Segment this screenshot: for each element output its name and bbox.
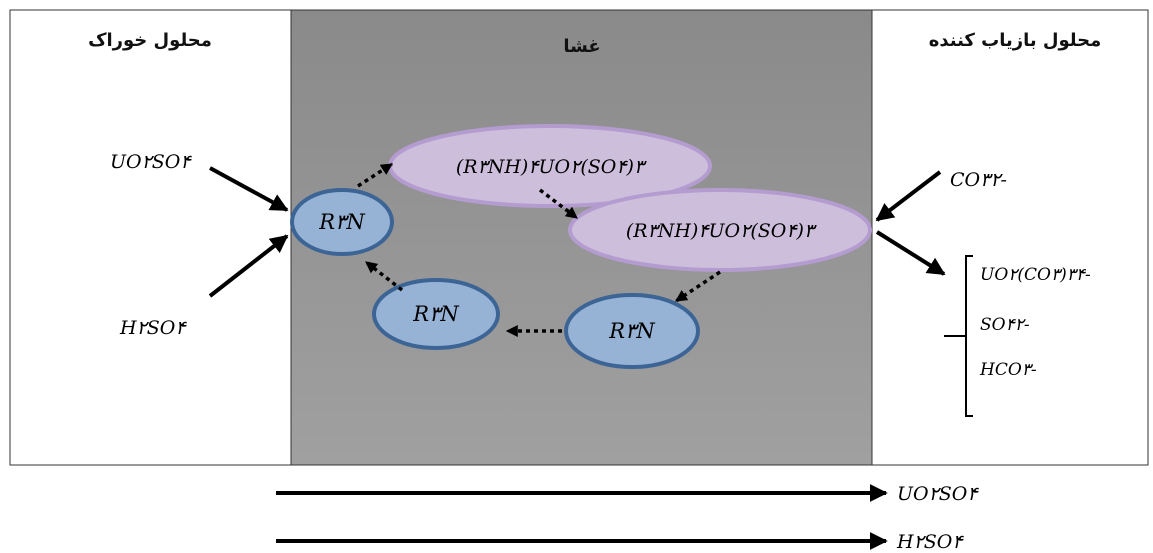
complex-node-right-label: (R۳NH)۴UO۲(SO۴)۳ [626,220,817,242]
cycle-arrow-to-bottom-right-carrier [674,270,721,303]
net-transport-uranyl-label: UO۲SO۴ [897,483,979,505]
carrier-node-bottom-left [372,278,500,350]
product-bicarbonate: HCO۳- [979,360,1037,380]
feed-uranyl-sulfate-label: UO۲SO۴ [110,151,192,173]
strip-input-arrow [875,170,942,222]
carrier-node-bottom-right [564,293,700,369]
complex-node-right [568,188,872,272]
complex-node-top-label: (R۳NH)۴UO۲(SO۴)۳ [456,156,647,178]
strip-carbonate-label: CO۳۲- [950,169,1007,191]
carrier-node-left-label: R۳N [318,210,365,234]
strip-solution-header: محلول بازیاب کننده [929,30,1102,51]
products-bracket [965,255,973,417]
membrane-header: غشا [563,36,600,57]
carrier-node-bottom-left-label: R۳N [412,302,459,326]
product-uranyl-carbonate: UO۲(CO۳)۳۴- [980,265,1091,285]
feed-sulfuric-acid-label: H۲SO۴ [119,317,187,339]
net-transport-acid-label: H۲SO۴ [896,531,964,553]
feed-solution-header: محلول خوراک [88,30,212,51]
carrier-node-left [290,188,394,256]
feed-arrow-bottom [208,234,289,298]
strip-output-arrow [875,230,946,276]
carrier-node-bottom-right-label: R۳N [608,319,655,343]
product-sulfate: SO۴۲- [980,315,1030,335]
cycle-arrow-to-top-complex [357,162,394,188]
feed-arrow-top [209,166,289,212]
